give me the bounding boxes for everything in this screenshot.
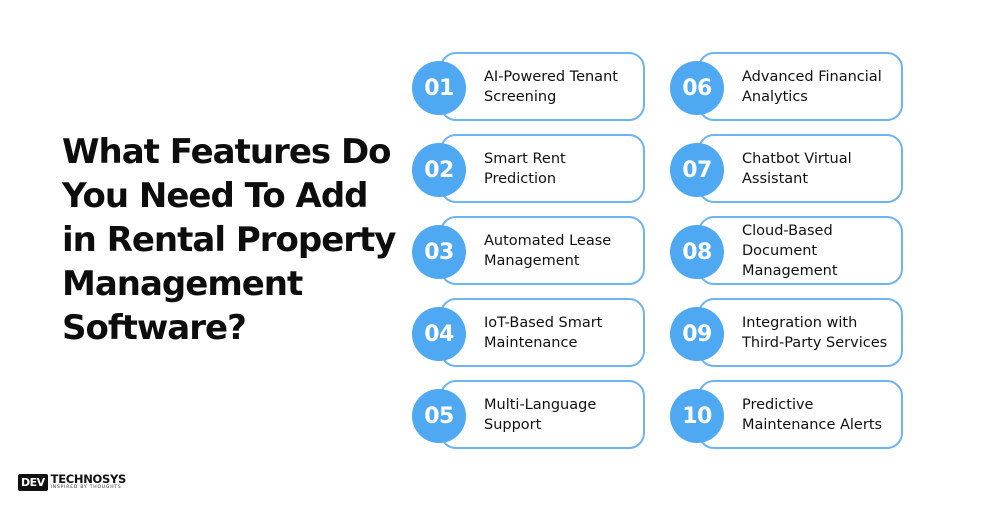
feature-number-badge: 07 xyxy=(670,143,724,197)
feature-card: 09 Integration with Third-Party Services xyxy=(670,298,905,371)
feature-label: Chatbot Virtual Assistant xyxy=(742,150,852,187)
feature-number-badge: 08 xyxy=(670,225,724,279)
feature-label: IoT-Based Smart Maintenance xyxy=(484,314,603,351)
feature-card: 08 Cloud-Based Document Management xyxy=(670,216,905,289)
feature-label: Cloud-Based Document Management xyxy=(742,222,838,279)
feature-number-badge: 02 xyxy=(412,143,466,197)
feature-number-badge: 09 xyxy=(670,307,724,361)
feature-card: 07 Chatbot Virtual Assistant xyxy=(670,134,905,207)
feature-card: 03 Automated Lease Management xyxy=(412,216,647,289)
features-column-right: 06 Advanced Financial Analytics 07 Chatb… xyxy=(670,52,905,462)
feature-card-border xyxy=(440,298,645,367)
feature-card: 04 IoT-Based Smart Maintenance xyxy=(412,298,647,371)
feature-label: Automated Lease Management xyxy=(484,232,612,269)
feature-label: AI-Powered Tenant Screening xyxy=(484,68,618,105)
feature-number-badge: 01 xyxy=(412,61,466,115)
brand-logo: DEV TECHNOSYS INSPIRED BY THOUGHTS xyxy=(18,472,126,492)
feature-label: Integration with Third-Party Services xyxy=(742,314,888,351)
logo-name: TECHNOSYS xyxy=(50,472,127,486)
feature-number-badge: 05 xyxy=(412,389,466,443)
feature-card-border xyxy=(698,216,903,285)
page-title: What Features Do You Need To Add in Rent… xyxy=(62,132,396,348)
features-column-left: 01 AI-Powered Tenant Screening 02 Smart … xyxy=(412,52,647,462)
feature-card: 10 Predictive Maintenance Alerts xyxy=(670,380,905,453)
feature-number-badge: 03 xyxy=(412,225,466,279)
feature-card-border xyxy=(698,52,903,121)
logo-text: TECHNOSYS INSPIRED BY THOUGHTS xyxy=(50,472,127,491)
feature-label: Smart Rent Prediction xyxy=(484,150,566,187)
feature-number-badge: 10 xyxy=(670,389,724,443)
feature-label: Multi-Language Support xyxy=(484,396,597,433)
logo-badge: DEV xyxy=(18,473,48,491)
feature-card: 06 Advanced Financial Analytics xyxy=(670,52,905,125)
feature-card: 02 Smart Rent Prediction xyxy=(412,134,647,207)
feature-card-border xyxy=(440,52,645,121)
feature-number-badge: 06 xyxy=(670,61,724,115)
feature-card-border xyxy=(440,216,645,285)
feature-card: 05 Multi-Language Support xyxy=(412,380,647,453)
feature-label: Advanced Financial Analytics xyxy=(742,68,882,105)
logo-tagline: INSPIRED BY THOUGHTS xyxy=(50,485,122,490)
feature-label: Predictive Maintenance Alerts xyxy=(742,396,883,433)
feature-number-badge: 04 xyxy=(412,307,466,361)
feature-card-border xyxy=(698,380,903,449)
feature-card: 01 AI-Powered Tenant Screening xyxy=(412,52,647,125)
feature-card-border xyxy=(440,134,645,203)
